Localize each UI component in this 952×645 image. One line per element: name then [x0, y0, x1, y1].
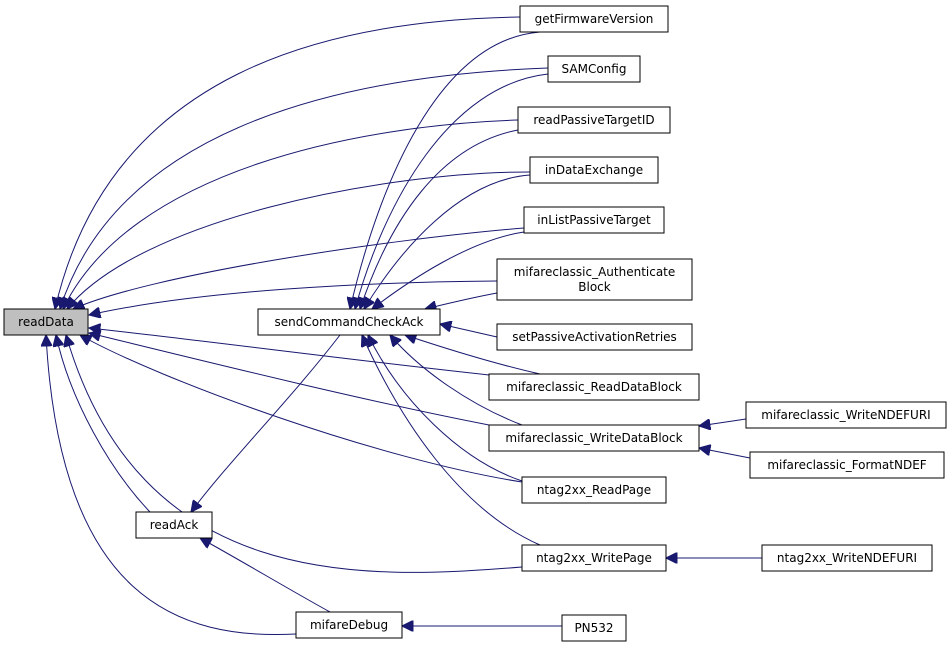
node-label: ntag2xx_WriteNDEFURI: [777, 551, 917, 565]
node-box: [561, 614, 627, 642]
node-box: [488, 373, 700, 401]
edge-mifareclassic_AuthenticateBlock-to-readData: [89, 280, 498, 315]
node-label: mifareclassic_Authenticate: [514, 265, 676, 279]
edge-readPassiveTargetID-to-readData: [63, 119, 519, 309]
edge-mifareDebug-to-readAck: [200, 538, 331, 613]
node-label: inListPassiveTarget: [537, 213, 651, 227]
edge-setPassiveActivationRetries-to-sendCommandCheckAck: [440, 324, 498, 338]
edge-inListPassiveTarget-to-sendCommandCheckAck: [372, 231, 525, 309]
edge-mifareclassic_WriteNDEFURI-to-mifareclassic_WriteDataBlock: [699, 418, 747, 426]
node-label: mifareclassic_FormatNDEF: [767, 458, 926, 472]
node-readPassiveTargetID[interactable]: readPassiveTargetID: [517, 106, 671, 134]
node-mifareclassic_WriteNDEFURI[interactable]: mifareclassic_WriteNDEFURI: [745, 401, 947, 429]
node-ntag2xx_WritePage[interactable]: ntag2xx_WritePage: [521, 544, 667, 572]
node-box: [3, 308, 89, 336]
node-SAMConfig[interactable]: SAMConfig: [547, 55, 641, 83]
edge-readPassiveTargetID-to-sendCommandCheckAck: [360, 129, 519, 309]
node-box: [547, 55, 641, 83]
node-box: [745, 401, 947, 429]
node-box: [135, 511, 213, 539]
node-box: [521, 476, 667, 504]
node-setPassiveActivationRetries[interactable]: setPassiveActivationRetries: [496, 323, 693, 351]
node-label: sendCommandCheckAck: [275, 315, 424, 329]
node-mifareclassic_WriteDataBlock[interactable]: mifareclassic_WriteDataBlock: [488, 424, 700, 452]
node-label: setPassiveActivationRetries: [512, 330, 677, 344]
node-label: readAck: [150, 518, 199, 532]
edges-layer: [46, 16, 762, 636]
edge-SAMConfig-to-sendCommandCheckAck: [355, 73, 549, 309]
node-box: [761, 544, 933, 572]
edge-getFirmwareVersion-to-sendCommandCheckAck: [350, 31, 541, 309]
node-readAck[interactable]: readAck: [135, 511, 213, 539]
edge-sendCommandCheckAck-to-readAck: [191, 334, 341, 512]
edge-mifareclassic_AuthenticateBlock-to-sendCommandCheckAck: [425, 292, 498, 309]
edge-mifareclassic_FormatNDEF-to-mifareclassic_WriteDataBlock: [699, 448, 751, 459]
node-ntag2xx_WriteNDEFURI[interactable]: ntag2xx_WriteNDEFURI: [761, 544, 933, 572]
edge-ntag2xx_WritePage-to-readData: [66, 335, 523, 573]
node-mifareclassic_ReadDataBlock[interactable]: mifareclassic_ReadDataBlock: [488, 373, 700, 401]
node-box: [488, 424, 700, 452]
node-label: ntag2xx_ReadPage: [537, 483, 651, 497]
node-box: [523, 206, 665, 234]
edge-ntag2xx_ReadPage-to-readData: [80, 335, 523, 483]
edge-ntag2xx_ReadPage-to-sendCommandCheckAck: [368, 335, 523, 482]
edge-mifareclassic_ReadDataBlock-to-sendCommandCheckAck: [405, 335, 541, 375]
node-label: PN532: [574, 621, 613, 635]
node-box: [749, 451, 945, 479]
edge-getFirmwareVersion-to-readData: [55, 16, 521, 309]
node-box: [295, 611, 403, 639]
edge-SAMConfig-to-readData: [60, 67, 549, 309]
nodes-layer: readData sendCommandCheckAck readAck mifare…: [3, 5, 947, 642]
node-mifareDebug[interactable]: mifareDebug: [295, 611, 403, 639]
node-label: getFirmwareVersion: [535, 12, 654, 26]
node-inListPassiveTarget[interactable]: inListPassiveTarget: [523, 206, 665, 234]
node-box: [521, 544, 667, 572]
node-getFirmwareVersion[interactable]: getFirmwareVersion: [519, 5, 669, 33]
edge-mifareclassic_WriteDataBlock-to-readData: [89, 333, 490, 426]
node-box: [257, 308, 441, 336]
edge-inDataExchange-to-readData: [67, 171, 531, 309]
edge-ntag2xx_WritePage-to-sendCommandCheckAck: [362, 335, 541, 546]
node-label: readData: [18, 315, 74, 329]
edge-mifareDebug-to-readData: [46, 335, 297, 636]
node-ntag2xx_ReadPage[interactable]: ntag2xx_ReadPage: [521, 476, 667, 504]
node-box: [517, 106, 671, 134]
node-sendCommandCheckAck[interactable]: sendCommandCheckAck: [257, 308, 441, 336]
node-label: mifareclassic_WriteNDEFURI: [761, 408, 930, 422]
node-label: mifareclassic_WriteDataBlock: [505, 431, 682, 445]
edge-inDataExchange-to-sendCommandCheckAck: [364, 174, 531, 309]
node-label: readPassiveTargetID: [533, 113, 654, 127]
edge-mifareclassic_WriteDataBlock-to-sendCommandCheckAck: [390, 335, 523, 426]
node-label: ntag2xx_WritePage: [536, 551, 652, 565]
node-mifareclassic_FormatNDEF[interactable]: mifareclassic_FormatNDEF: [749, 451, 945, 479]
node-inDataExchange[interactable]: inDataExchange: [529, 156, 659, 184]
node-label: mifareDebug: [310, 618, 388, 632]
edge-mifareclassic_ReadDataBlock-to-readData: [89, 328, 490, 376]
node-label: mifareclassic_ReadDataBlock: [506, 380, 682, 394]
node-label: inDataExchange: [545, 163, 643, 177]
node-label: Block: [578, 280, 611, 294]
node-label: SAMConfig: [562, 62, 627, 76]
node-PN532[interactable]: PN532: [561, 614, 627, 642]
edge-inListPassiveTarget-to-readData: [73, 227, 525, 309]
node-readData[interactable]: readData: [3, 308, 89, 336]
node-box: [529, 156, 659, 184]
node-box: [519, 5, 669, 33]
node-box: [496, 258, 693, 301]
edge-readAck-to-readData: [56, 335, 151, 513]
node-box: [496, 323, 693, 351]
